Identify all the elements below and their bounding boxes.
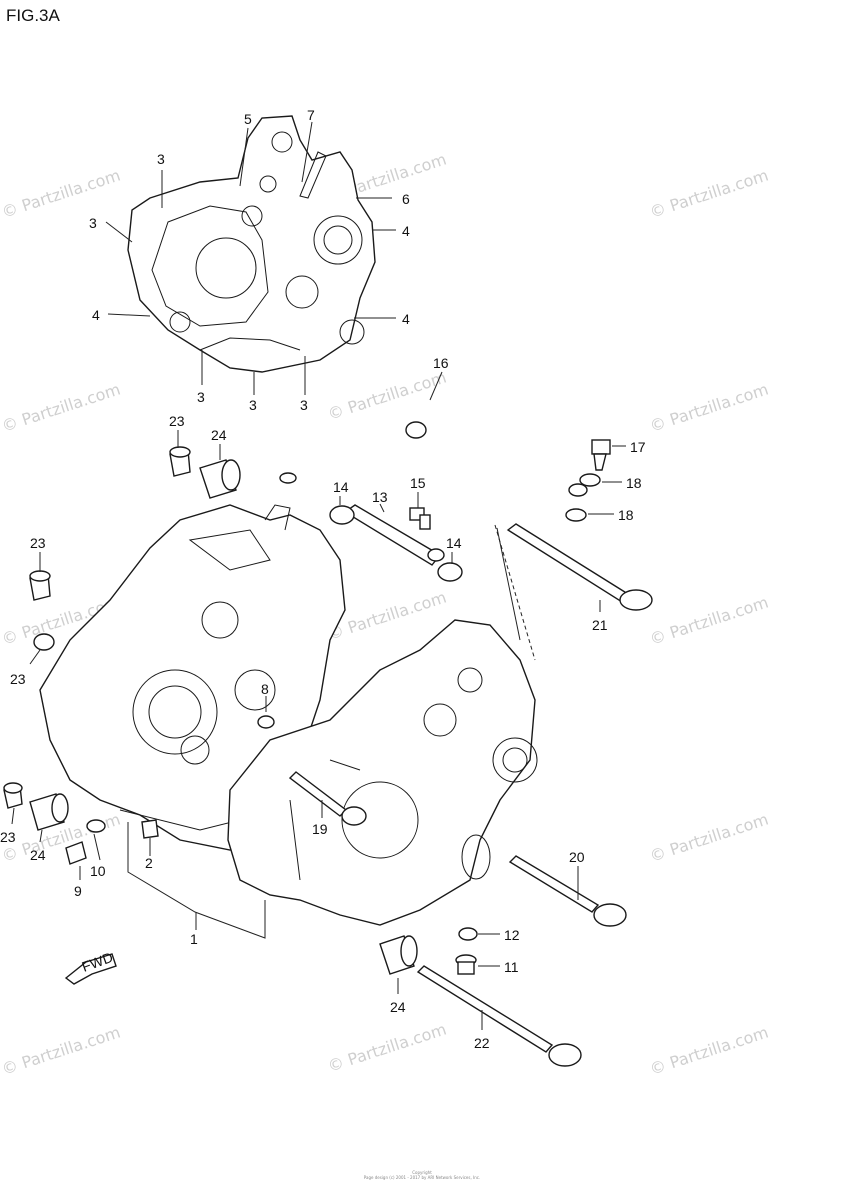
callout-17: 17 <box>630 439 646 455</box>
crankcase-right-half <box>227 619 538 926</box>
callout-16: 16 <box>433 355 449 371</box>
callout-23: 23 <box>10 671 26 687</box>
callout-1: 1 <box>190 931 198 947</box>
cap-23-c <box>33 633 55 651</box>
callout-20: 20 <box>569 849 585 865</box>
callout-24: 24 <box>211 427 227 443</box>
callout-13: 13 <box>372 489 388 505</box>
callout-14: 14 <box>333 479 349 495</box>
watermark: © Partzilla.com <box>647 593 770 649</box>
oil-pipe <box>279 396 588 497</box>
crankcase-face-view <box>127 115 376 373</box>
callout-6: 6 <box>402 191 410 207</box>
callout-9: 9 <box>74 883 82 899</box>
callout-8: 8 <box>261 681 269 697</box>
callout-22: 22 <box>474 1035 490 1051</box>
stud-bolt-21 <box>506 523 653 611</box>
bushing-24-b <box>29 793 69 831</box>
watermark: © Partzilla.com <box>0 380 123 436</box>
drain-plug-9 <box>65 841 87 865</box>
bolt-20 <box>508 855 627 927</box>
callout-3: 3 <box>157 151 165 167</box>
callout-2: 2 <box>145 855 153 871</box>
callout-11: 11 <box>504 959 519 975</box>
union-bolt-17 <box>565 439 611 522</box>
copyright-footer: Copyright Page design (c) 2001 - 2017 by… <box>0 1170 844 1180</box>
plug-11 <box>455 954 477 975</box>
callout-24: 24 <box>390 999 406 1015</box>
watermark: © Partzilla.com <box>647 166 770 222</box>
cap-23-d <box>3 782 23 809</box>
cap-23-b <box>29 570 51 601</box>
callout-4: 4 <box>402 311 410 327</box>
bushing-24-c <box>379 935 418 975</box>
gasket-10 <box>86 819 106 833</box>
callout-24: 24 <box>30 847 46 863</box>
callout-4: 4 <box>92 307 100 323</box>
o-ring-8 <box>257 715 275 729</box>
dowel-pin-2 <box>141 819 159 839</box>
bolt-15 <box>409 507 431 530</box>
forward-arrow-icon: FWD <box>64 949 117 985</box>
callout-23: 23 <box>0 829 16 845</box>
callout-21: 21 <box>592 617 608 633</box>
figure-title: FIG.3A <box>6 6 60 25</box>
callout-23: 23 <box>30 535 46 551</box>
watermark: © Partzilla.com <box>647 1023 770 1079</box>
callout-15: 15 <box>410 475 426 491</box>
page-design-line: Page design (c) 2001 - 2017 by ARI Netwo… <box>363 1175 481 1180</box>
callout-3: 3 <box>249 397 257 413</box>
callout-4: 4 <box>402 223 410 239</box>
copyright-line: Copyright <box>412 1170 432 1175</box>
callout-7: 7 <box>307 107 315 123</box>
callouts: 1 2 3 3 3 3 3 4 4 4 5 6 7 8 9 10 11 12 1… <box>0 107 646 1051</box>
watermark: © Partzilla.com <box>0 1023 123 1079</box>
cap-23-a <box>169 446 191 477</box>
watermark: © Partzilla.com <box>325 368 448 424</box>
callout-3: 3 <box>89 215 97 231</box>
watermark: © Partzilla.com <box>647 810 770 866</box>
callout-18: 18 <box>618 507 634 523</box>
callout-3: 3 <box>300 397 308 413</box>
oil-pipe-13 <box>329 504 463 582</box>
callout-19: 19 <box>312 821 328 837</box>
watermark: © Partzilla.com <box>325 1020 448 1076</box>
watermark: © Partzilla.com <box>647 380 770 436</box>
bushing-24-a <box>199 459 241 499</box>
callout-14: 14 <box>446 535 462 551</box>
bolt-22 <box>416 965 582 1067</box>
callout-23: 23 <box>169 413 185 429</box>
leader-lines <box>11 121 626 1030</box>
callout-3: 3 <box>197 389 205 405</box>
callout-12: 12 <box>504 927 520 943</box>
watermark: © Partzilla.com <box>0 166 123 222</box>
bolt-19 <box>288 771 367 826</box>
callout-10: 10 <box>90 863 106 879</box>
callout-18: 18 <box>626 475 642 491</box>
callout-5: 5 <box>244 111 252 127</box>
gasket-12 <box>458 927 478 941</box>
assembly-guide-lines <box>494 524 536 661</box>
